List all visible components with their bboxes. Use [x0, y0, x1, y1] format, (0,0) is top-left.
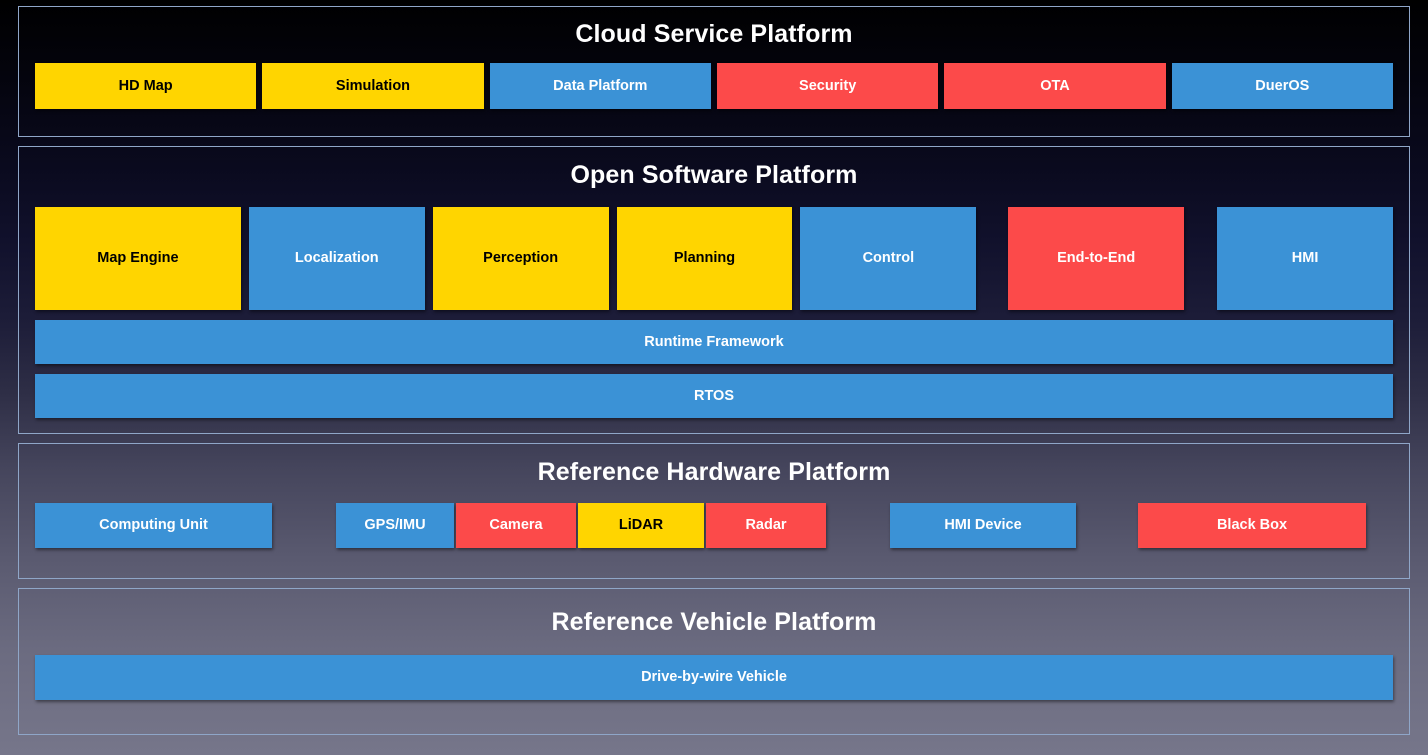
software-box-map-engine[interactable]: Map Engine — [35, 207, 241, 310]
software-bar-rtos[interactable]: RTOS — [35, 374, 1393, 418]
cloud-box-simulation[interactable]: Simulation — [262, 63, 484, 109]
hardware-sensor-group: GPS/IMU Camera LiDAR Radar — [336, 503, 826, 548]
vehicle-box-drive-by-wire-vehicle[interactable]: Drive-by-wire Vehicle — [35, 655, 1393, 700]
hardware-box-black-box[interactable]: Black Box — [1138, 503, 1366, 548]
hardware-box-lidar[interactable]: LiDAR — [578, 503, 704, 548]
hardware-box-radar[interactable]: Radar — [706, 503, 826, 548]
layer-title-reference-hardware-platform: Reference Hardware Platform — [537, 458, 891, 486]
vehicle-box-row: Drive-by-wire Vehicle — [35, 655, 1393, 700]
layer-title-cloud-service-platform: Cloud Service Platform — [575, 20, 853, 48]
cloud-service-box-row: HD Map Simulation Data Platform Security… — [35, 63, 1393, 109]
hardware-box-computing-unit[interactable]: Computing Unit — [35, 503, 272, 548]
software-bar-runtime-framework[interactable]: Runtime Framework — [35, 320, 1393, 364]
hardware-box-camera[interactable]: Camera — [456, 503, 576, 548]
software-box-perception[interactable]: Perception — [432, 207, 609, 310]
layer-reference-hardware-platform: Reference Hardware Platform Computing Un… — [18, 443, 1410, 579]
hardware-box-hmi-device[interactable]: HMI Device — [890, 503, 1076, 548]
cloud-box-security[interactable]: Security — [716, 63, 939, 109]
cloud-box-dueros[interactable]: DuerOS — [1171, 63, 1393, 109]
cloud-box-data-platform[interactable]: Data Platform — [489, 63, 711, 109]
layer-title-reference-vehicle-platform: Reference Vehicle Platform — [551, 608, 877, 636]
software-module-row: Map Engine Localization Perception Plann… — [35, 207, 1393, 310]
software-bar-stack: Runtime Framework RTOS — [35, 320, 1393, 418]
software-box-end-to-end[interactable]: End-to-End — [1008, 207, 1185, 310]
layer-title-open-software-platform: Open Software Platform — [570, 161, 858, 189]
software-box-hmi[interactable]: HMI — [1217, 207, 1393, 310]
hardware-box-row: Computing Unit GPS/IMU Camera LiDAR Rada… — [35, 503, 1393, 548]
software-box-control[interactable]: Control — [800, 207, 977, 310]
cloud-box-hd-map[interactable]: HD Map — [35, 63, 257, 109]
layer-open-software-platform: Open Software Platform Map Engine Locali… — [18, 146, 1410, 434]
software-box-planning[interactable]: Planning — [616, 207, 793, 310]
hardware-box-gps-imu[interactable]: GPS/IMU — [336, 503, 454, 548]
software-box-localization[interactable]: Localization — [248, 207, 425, 310]
layer-reference-vehicle-platform: Reference Vehicle Platform Drive-by-wire… — [18, 588, 1410, 735]
layer-cloud-service-platform: Cloud Service Platform HD Map Simulation… — [18, 6, 1410, 137]
cloud-box-ota[interactable]: OTA — [944, 63, 1166, 109]
